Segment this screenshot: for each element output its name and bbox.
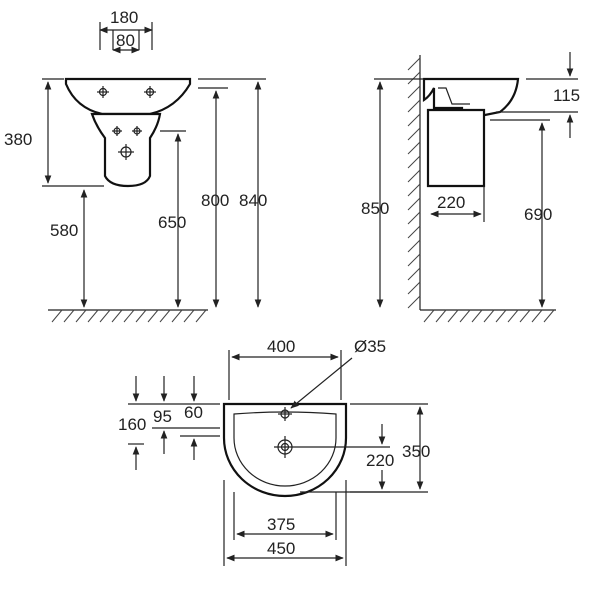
- basin-plan-bowl: [233, 411, 337, 487]
- side-view: 850 115 220 690: [361, 52, 580, 323]
- dim-pedestal-height: 580: [50, 221, 78, 240]
- floor-hatch-side: [423, 309, 555, 323]
- dim-inner-width: 400: [267, 337, 295, 356]
- dim-basin-to-pedestal: 380: [4, 130, 32, 149]
- dim-inlet-height: 650: [158, 213, 186, 232]
- dim-rim-depth: 115: [553, 86, 580, 105]
- dim-total-height: 840: [239, 191, 267, 210]
- tap-hole-icon: [97, 86, 156, 160]
- dim-tap-offset-95: 95: [153, 407, 172, 426]
- pedestal-side: [426, 108, 486, 188]
- dim-side-total-height: 850: [361, 199, 389, 218]
- plan-view: 400 Ø35 160 95 60 220 350 375: [118, 337, 430, 566]
- dim-pedestal-depth: 220: [437, 193, 465, 212]
- dim-bowl-width: 375: [267, 515, 295, 534]
- dim-waste-diameter: Ø35: [354, 337, 386, 356]
- dim-tap-hole-spacing: 80: [116, 31, 135, 50]
- front-view: 180 80 380 580 650 800 840: [4, 8, 267, 323]
- dim-waste-height: 690: [524, 205, 552, 224]
- dim-tap-offset-60: 60: [184, 403, 203, 422]
- dim-waste-depth: 220: [366, 451, 394, 470]
- tap-hole-icon: [278, 407, 292, 421]
- dim-tap-offset-160: 160: [118, 415, 146, 434]
- dim-rim-height: 800: [201, 191, 229, 210]
- waste-outlet-icon: [274, 436, 296, 458]
- dim-total-depth: 350: [402, 442, 430, 461]
- wall-hatch: [407, 57, 421, 309]
- dim-tap-spread: 180: [110, 8, 138, 27]
- dim-total-width: 450: [267, 539, 295, 558]
- floor-hatch: [51, 309, 207, 323]
- basin-front: [64, 77, 192, 116]
